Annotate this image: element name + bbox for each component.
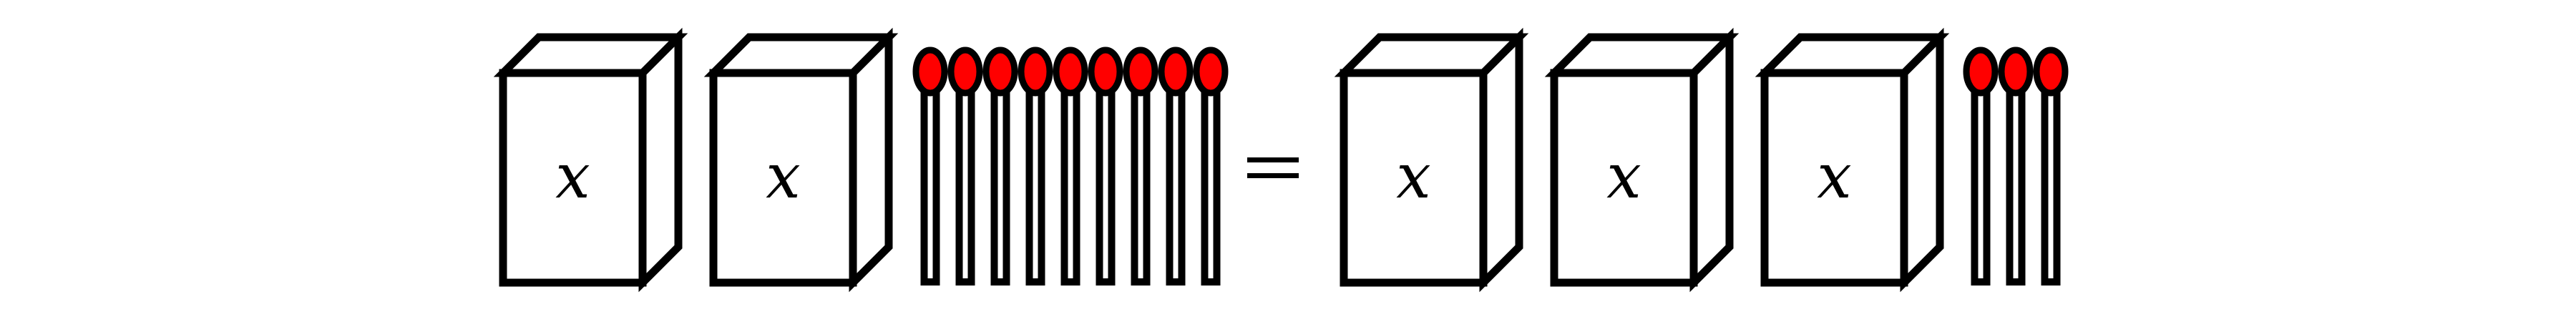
box-right-3: x [1755, 27, 1950, 293]
match-left-8 [1158, 47, 1194, 286]
match-stick [990, 74, 1010, 286]
match-left-5 [1053, 47, 1088, 286]
box-front-face [1340, 69, 1488, 287]
match-left-2 [947, 47, 983, 286]
match-right-2 [1998, 47, 2034, 286]
match-head [947, 47, 983, 97]
match-stick [1971, 74, 1991, 286]
match-stick [920, 74, 940, 286]
equals-sign [1247, 157, 1299, 178]
match-left-6 [1088, 47, 1123, 286]
match-head [1158, 47, 1194, 97]
match-head [1018, 47, 1053, 97]
match-stick [1166, 74, 1186, 286]
box-front-face [1760, 69, 1908, 287]
box-variable-label: x [766, 141, 801, 213]
box-left-1: x [493, 27, 688, 293]
match-stick [1060, 74, 1080, 286]
box-variable-label: x [1396, 141, 1431, 213]
match-stick [2041, 74, 2061, 286]
box-right-1: x [1334, 27, 1529, 293]
box-side-face [1900, 27, 1944, 293]
match-left-4 [1018, 47, 1053, 286]
match-stick [955, 74, 975, 286]
match-left-1 [912, 47, 948, 286]
match-head [982, 47, 1018, 97]
match-stick [1025, 74, 1045, 286]
box-right-2: x [1544, 27, 1740, 293]
box-front-face [1550, 69, 1698, 287]
box-variable-label: x [555, 141, 590, 213]
match-left-9 [1193, 47, 1229, 286]
box-side-face [1479, 27, 1523, 293]
match-head [1088, 47, 1123, 97]
match-stick [2006, 74, 2026, 286]
equals-bar-bottom [1247, 173, 1299, 178]
match-head [2033, 47, 2069, 97]
match-right-3 [2033, 47, 2069, 286]
box-variable-label: x [1606, 141, 1641, 213]
match-head [1998, 47, 2034, 97]
match-head [1123, 47, 1158, 97]
box-left-2: x [703, 27, 899, 293]
match-head [1053, 47, 1088, 97]
match-stick [1201, 74, 1221, 286]
box-side-face [1689, 27, 1734, 293]
match-left-7 [1123, 47, 1158, 286]
match-left-3 [982, 47, 1018, 286]
box-front-face [709, 69, 857, 287]
match-stick [1131, 74, 1151, 286]
match-stick [1096, 74, 1116, 286]
box-variable-label: x [1817, 141, 1852, 213]
match-head [1193, 47, 1229, 97]
box-side-face [849, 27, 893, 293]
equals-bar-top [1247, 157, 1299, 162]
match-head [912, 47, 948, 97]
box-front-face [499, 69, 647, 287]
match-right-1 [1963, 47, 1999, 286]
match-head [1963, 47, 1999, 97]
box-side-face [638, 27, 683, 293]
